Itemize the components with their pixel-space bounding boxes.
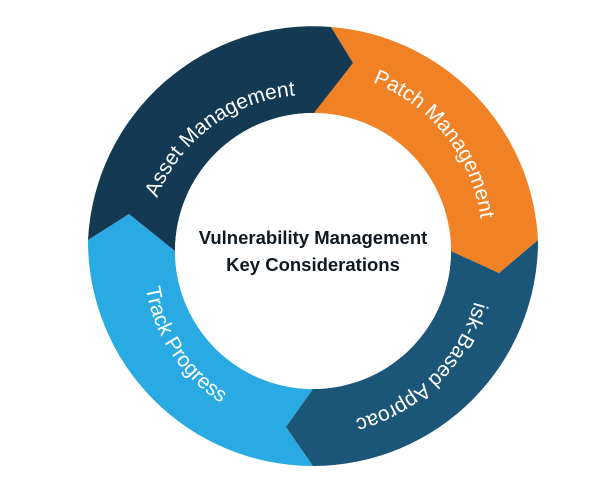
segment-patch-management [314,27,538,273]
center-title-line-2: Key Considerations [226,254,400,275]
segment-risk-based-approach [286,240,539,467]
segment-asset-management [88,26,353,251]
center-circle [175,113,451,389]
segment-track-progress [87,214,313,466]
center-title-line-1: Vulnerability Management [199,227,428,248]
